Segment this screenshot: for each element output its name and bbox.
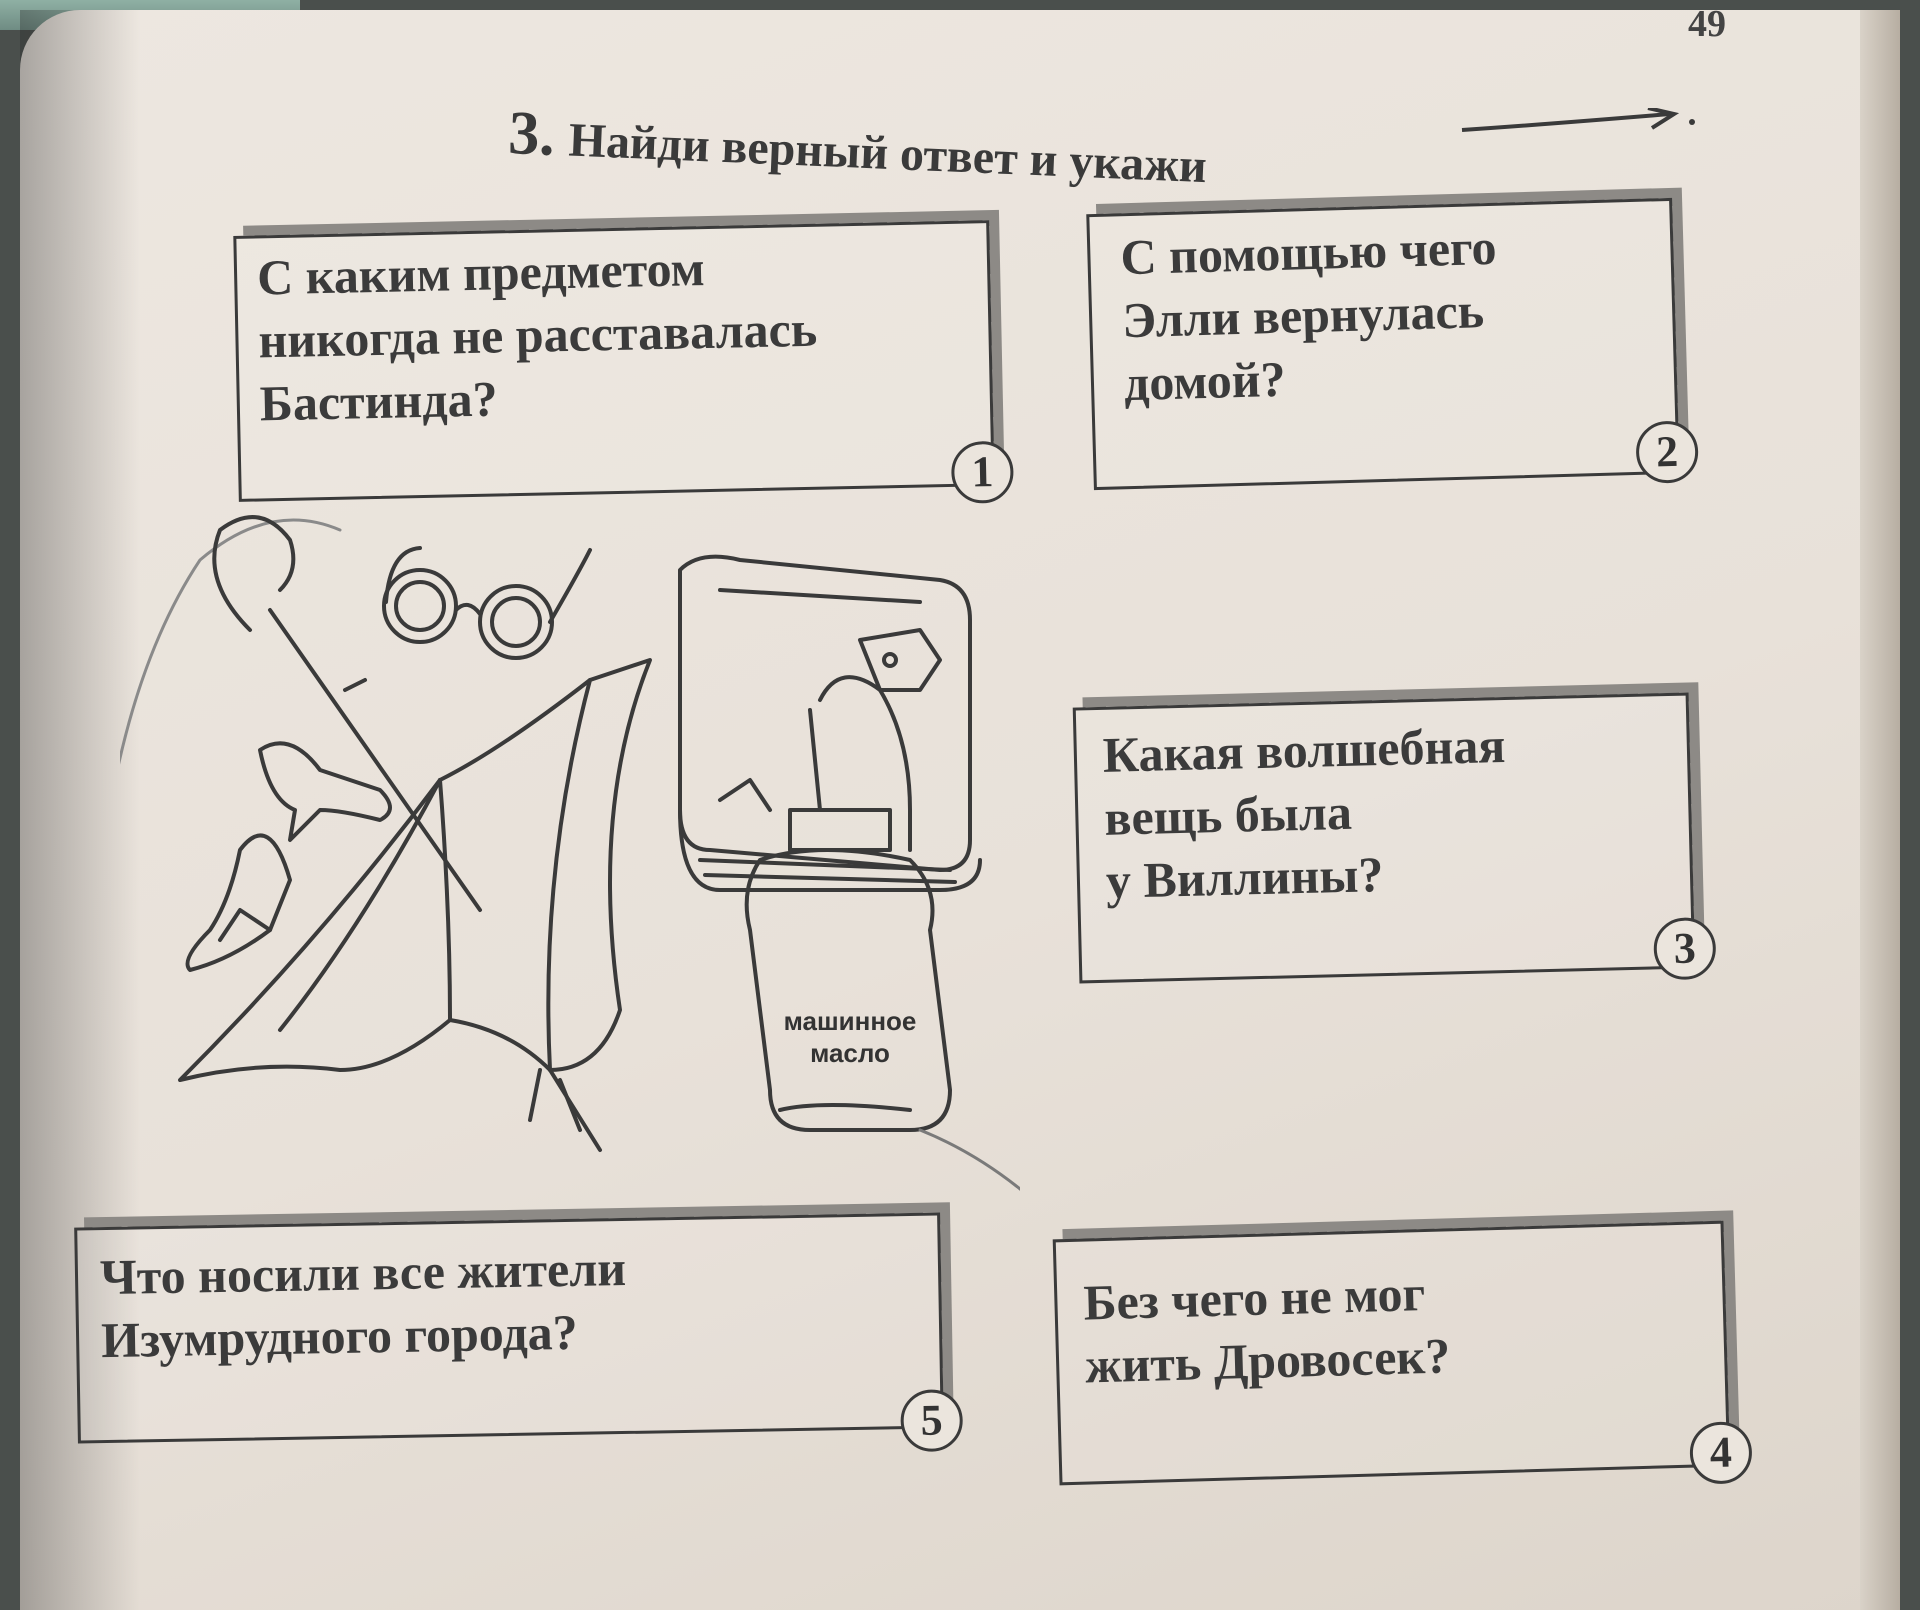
task-heading: 3.Найди верный ответ и укажи — [507, 98, 1208, 198]
oil-label-line-2: масло — [810, 1038, 890, 1068]
illustration: машинное масло — [120, 515, 1020, 1191]
question-2-line-1: С помощью чего — [1119, 218, 1498, 286]
question-5-line-2: Изумрудного города? — [100, 1303, 579, 1369]
pencil-line-top — [120, 518, 342, 765]
question-3-text: Какая волшебная вещь была у Виллины? — [1102, 714, 1509, 913]
glasses-icon — [382, 546, 592, 660]
question-1-text: С каким предметом никогда не расставалас… — [257, 235, 820, 436]
question-4-text: Без чего не мог жить Дровосек? — [1083, 1261, 1451, 1397]
oil-label-line-1: машинное — [784, 1006, 917, 1036]
question-box-3[interactable]: Какая волшебная вещь была у Виллины? 3 — [1072, 692, 1717, 984]
question-box-2[interactable]: С помощью чего Элли вернулась домой? 2 — [1086, 197, 1699, 491]
oil-can-icon — [744, 675, 952, 1132]
arrow-icon — [1461, 108, 1695, 132]
question-box-4[interactable]: Без чего не мог жить Дровосек? 4 — [1052, 1220, 1753, 1486]
question-3-line-1: Какая волшебная — [1102, 717, 1506, 783]
task-text: Найди верный ответ и укажи — [567, 113, 1208, 194]
question-5-number: 5 — [900, 1389, 964, 1453]
book-icon — [678, 554, 982, 892]
task-number: 3. — [507, 98, 557, 169]
pencil-answer-line — [918, 1128, 1020, 1191]
walking-stick-icon — [212, 515, 482, 912]
spine-shadow — [20, 10, 140, 1610]
question-4-number: 4 — [1689, 1420, 1753, 1485]
question-2-line-3: домой? — [1123, 350, 1287, 412]
book-page: 49 3.Найди верный ответ и укажи С каким … — [20, 3, 1900, 1610]
question-5-line-1: Что носили все жители — [99, 1239, 627, 1306]
page-edge — [1860, 10, 1900, 1610]
question-2-text: С помощью чего Элли вернулась домой? — [1120, 216, 1501, 415]
question-1-number: 1 — [950, 440, 1015, 504]
question-1-line-3: Бастинда? — [259, 370, 499, 432]
page-number: 49 — [1688, 3, 1726, 45]
question-2-line-2: Элли вернулась — [1121, 282, 1485, 349]
question-3-line-2: вещь была — [1103, 783, 1353, 846]
question-5-text: Что носили все жители Изумрудного города… — [100, 1237, 628, 1372]
question-1-line-1: С каким предметом — [256, 240, 706, 306]
question-4-line-1: Без чего не мог — [1082, 1265, 1426, 1331]
umbrella-icon — [178, 658, 652, 1152]
question-3-line-3: у Виллины? — [1105, 846, 1384, 909]
question-box-5[interactable]: Что носили все жители Изумрудного города… — [74, 1212, 964, 1453]
question-3-number: 3 — [1653, 916, 1717, 981]
question-box-1[interactable]: С каким предметом никогда не расставалас… — [233, 220, 1015, 504]
question-4-line-2: жить Дровосек? — [1084, 1327, 1451, 1394]
shoe-icon — [185, 741, 392, 972]
question-2-number: 2 — [1635, 420, 1699, 484]
question-1-line-2: никогда не расставалась — [257, 300, 818, 369]
